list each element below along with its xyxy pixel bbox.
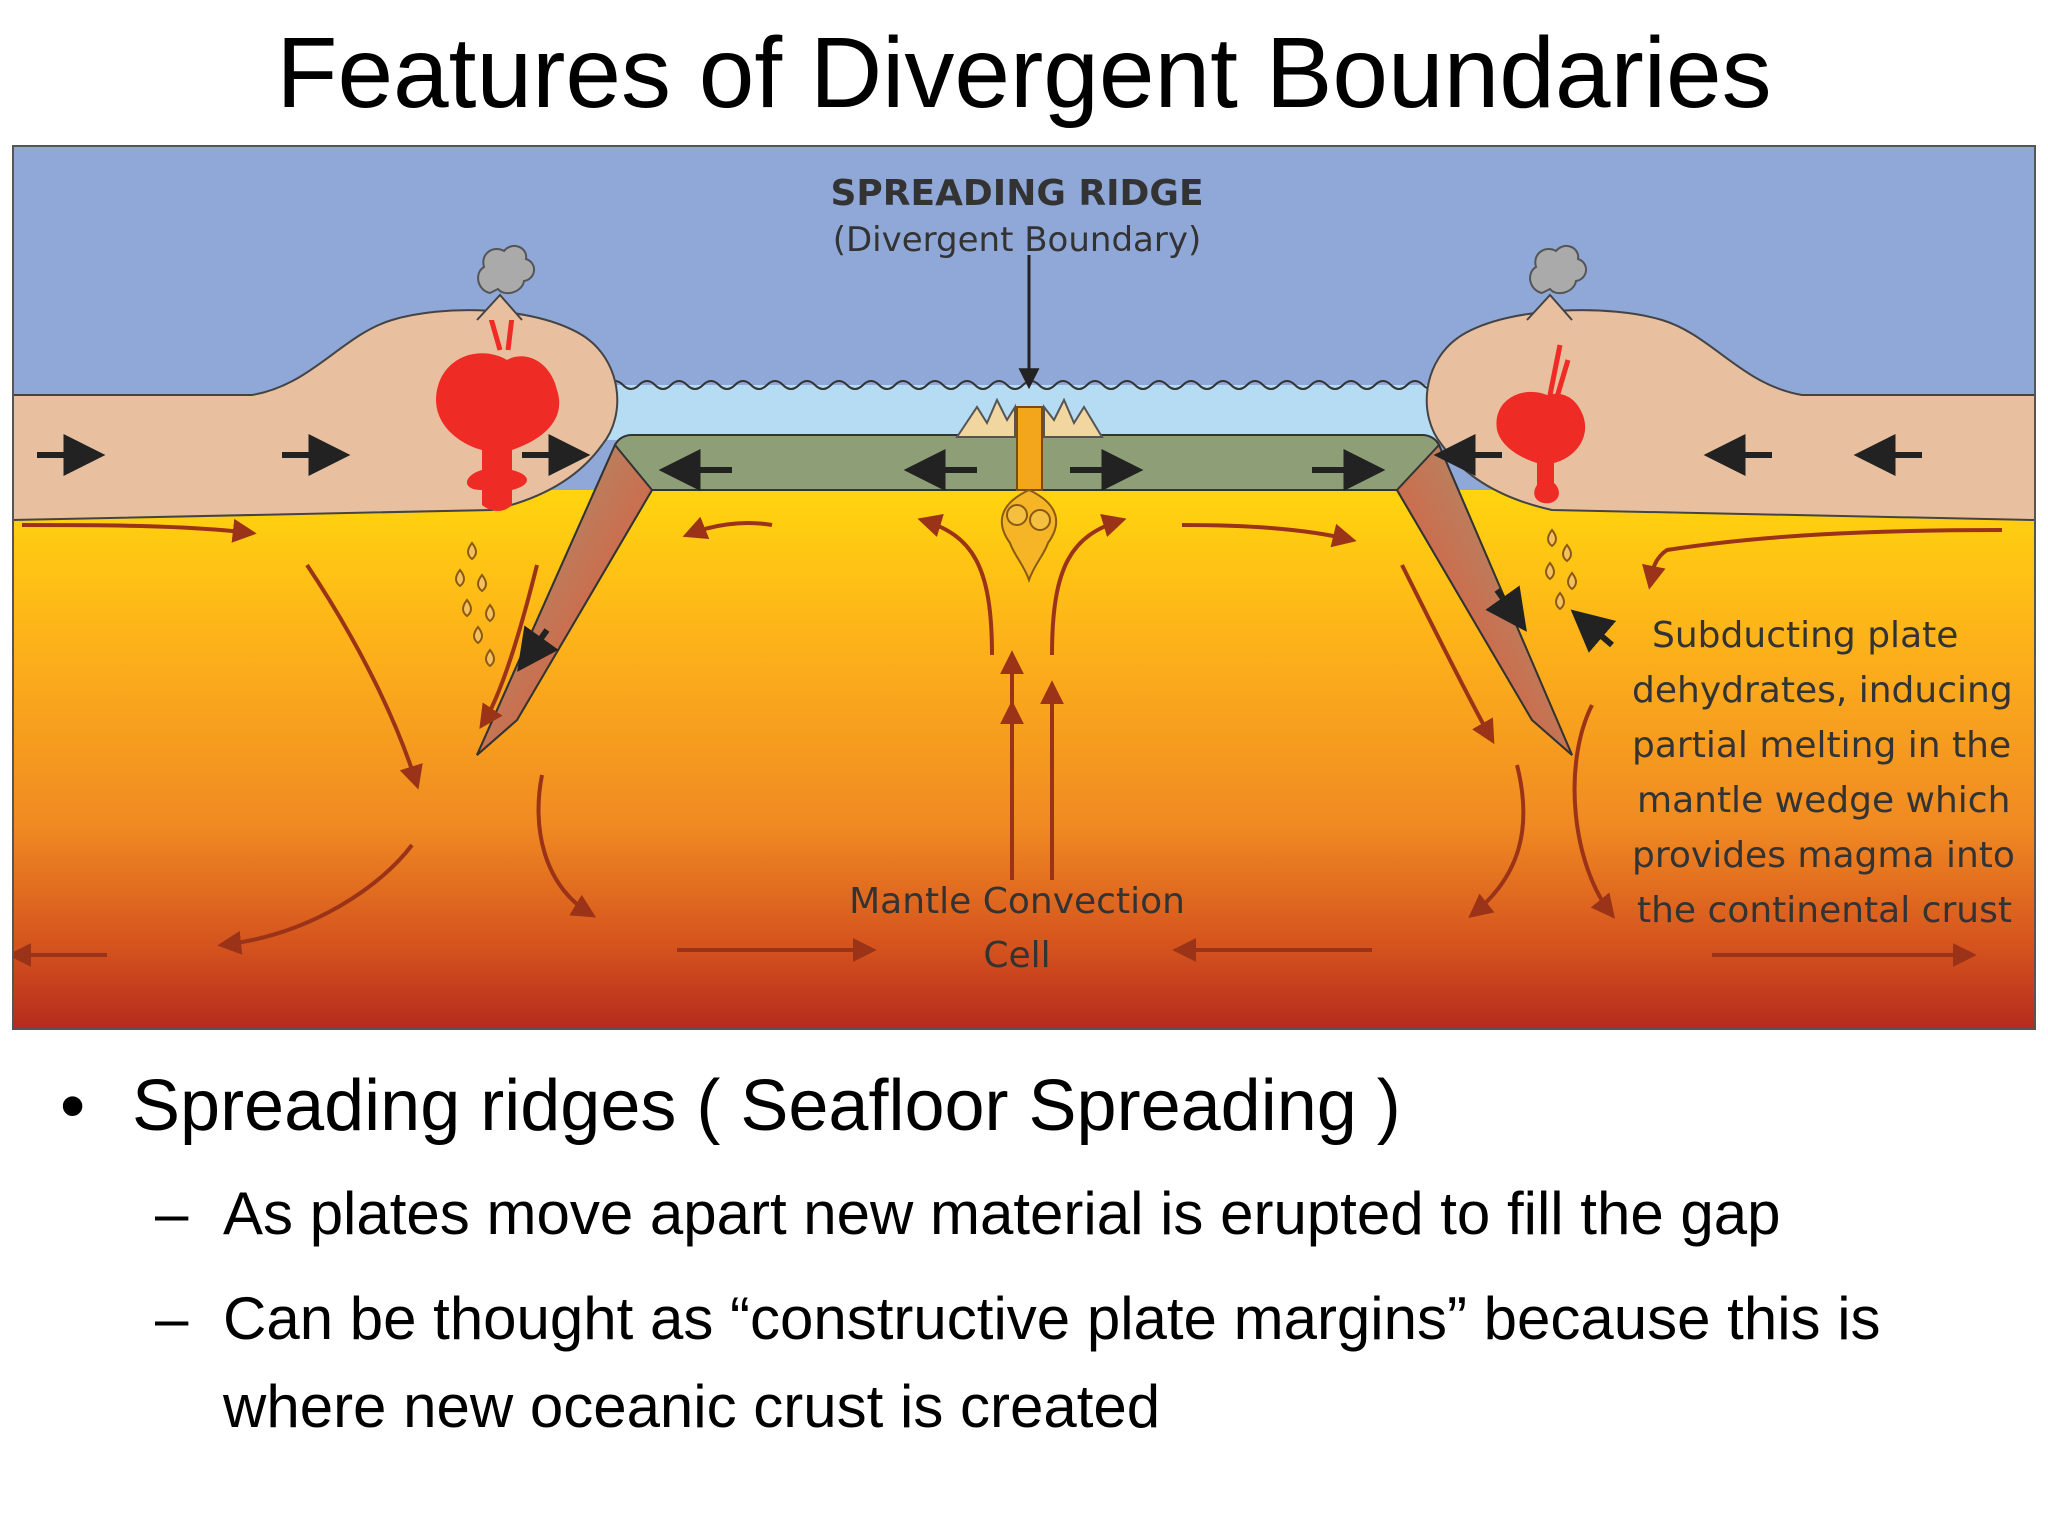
- sub-bullet-dash: –: [155, 1180, 189, 1247]
- left-volcano-vent: [487, 314, 515, 351]
- arrow-down-right-icon: [1485, 585, 1527, 632]
- pointer-arrow-icon: [1570, 609, 1617, 653]
- right-magma-droplets: [1545, 528, 1577, 611]
- left-volcano-smoke-icon: [477, 244, 535, 295]
- convection-label: Mantle Convection: [849, 881, 1185, 922]
- plate-motion-arrows: [37, 434, 1922, 672]
- ridge-label: SPREADING RIDGE: [830, 173, 1203, 214]
- right-volcano-vent: [1547, 344, 1571, 398]
- mantle-convection-arrows: [12, 514, 2003, 967]
- divergent-boundary-diagram: SPREADING RIDGE (Divergent Boundary) Sub…: [12, 145, 2036, 1030]
- arrow-down-left-icon: [517, 625, 559, 672]
- bullet-main-text: Spreading ridges ( Seafloor Spreading ): [132, 1066, 1401, 1146]
- mantle: [12, 490, 2036, 1030]
- right-magma-chamber: [1496, 391, 1586, 504]
- left-volcano-cone: [476, 293, 523, 321]
- subduction-note-line: provides magma into: [1632, 835, 2015, 876]
- subduction-note-line: partial melting in the: [1632, 725, 2011, 766]
- sub-bullet-dash: –: [155, 1285, 189, 1352]
- diagram-border: [12, 145, 2036, 1030]
- ridge-peaks-right: [1043, 397, 1104, 438]
- slide-title: Features of Divergent Boundaries: [276, 17, 1772, 129]
- bullet-dot: •: [60, 1066, 86, 1146]
- ridge-peaks-left: [955, 397, 1016, 438]
- subduction-note-line: the continental crust: [1637, 890, 2012, 931]
- sub-bullet-text: As plates move apart new material is eru…: [223, 1180, 1781, 1247]
- right-volcano-cone: [1526, 293, 1573, 321]
- ridge-magma-bubble: [1029, 509, 1051, 531]
- subduction-note-line: dehydrates, inducing: [1632, 670, 2013, 711]
- ridge-magma-bubble: [1006, 504, 1028, 526]
- right-volcano-smoke-icon: [1529, 244, 1587, 295]
- left-magma-droplets: [455, 541, 495, 668]
- ridge-sublabel: (Divergent Boundary): [833, 220, 1202, 260]
- subduction-note-line: mantle wedge which: [1637, 780, 2010, 821]
- left-magma-chamber: [436, 353, 560, 511]
- sub-bullet-text: Can be thought as “constructive plate ma…: [223, 1285, 1881, 1440]
- subduction-note-line: Subducting plate: [1652, 615, 1958, 656]
- right-subducting-slab: [1395, 443, 1573, 756]
- convection-label: Cell: [983, 935, 1050, 976]
- subduction-note: Subducting plate dehydrates, inducing pa…: [1632, 615, 2015, 931]
- ridge-magma-conduit: [1016, 406, 1043, 491]
